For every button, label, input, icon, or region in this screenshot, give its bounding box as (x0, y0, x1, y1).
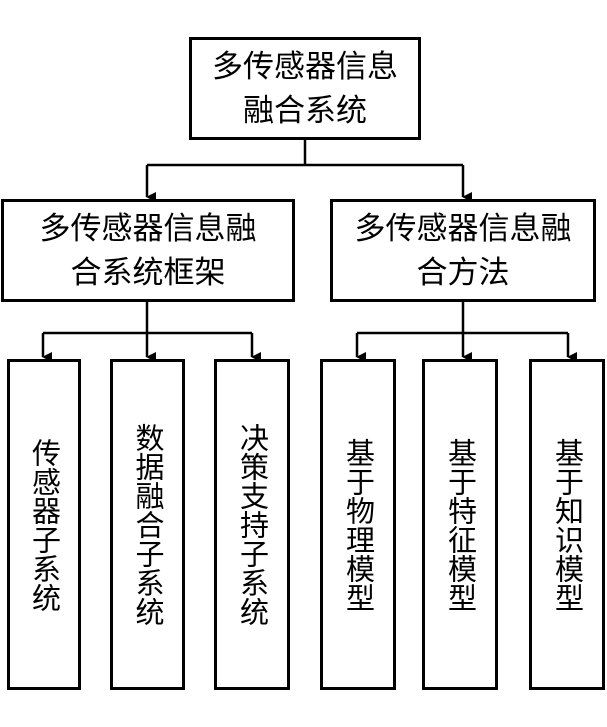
leaf-label-6: 基于知识模型 (550, 437, 585, 612)
connector-root (147, 140, 463, 167)
connector-methods (357, 302, 568, 335)
leaf-label-2: 数据融合子系统 (131, 423, 165, 626)
framework-node: 多传感器信息融 合系统框架 (1, 199, 295, 302)
methods-line-2: 合方法 (416, 254, 510, 291)
methods-line-1: 多传感器信息融 (354, 210, 572, 247)
leaf-node-1: 传感器子系统 (7, 359, 81, 690)
leaf-label-3: 决策支持子系统 (235, 423, 270, 626)
leaf-label-1: 传感器子系统 (27, 437, 62, 612)
leaf-node-4: 基于物理模型 (320, 359, 396, 690)
root-node: 多传感器信息 融合系统 (189, 37, 421, 140)
root-line-1: 多传感器信息 (212, 48, 398, 85)
root-line-2: 融合系统 (243, 92, 367, 129)
leaf-node-5: 基于特征模型 (422, 359, 498, 690)
framework-line-1: 多传感器信息融 (39, 210, 257, 247)
connector-framework (43, 302, 252, 335)
leaf-node-2: 数据融合子系统 (110, 359, 185, 690)
methods-node: 多传感器信息融 合方法 (330, 199, 596, 302)
leaf-label-5: 基于特征模型 (443, 437, 478, 612)
leaf-node-3: 决策支持子系统 (214, 359, 290, 690)
leaf-label-4: 基于物理模型 (341, 437, 376, 612)
leaf-node-6: 基于知识模型 (529, 359, 605, 690)
framework-line-2: 合系统框架 (70, 254, 226, 291)
